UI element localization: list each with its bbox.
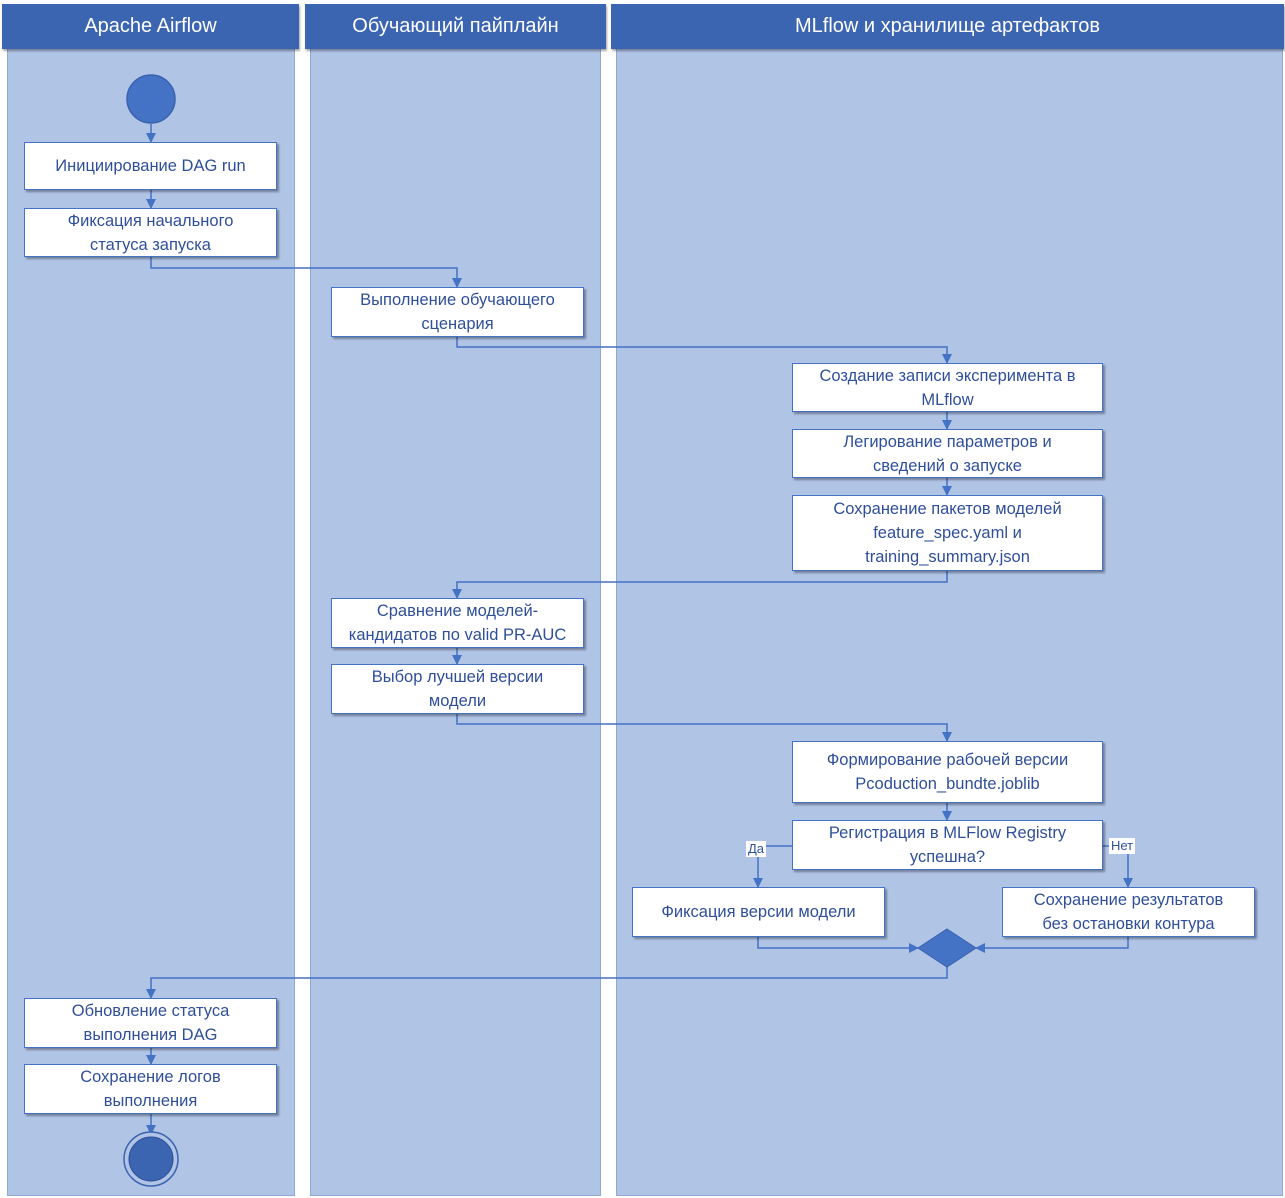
branch-label-no: Нет — [1109, 838, 1136, 854]
node-select-best[interactable]: Выбор лучшей версии модели — [331, 664, 584, 714]
edge-fixversion-merge — [757, 937, 919, 953]
node-compare-models[interactable]: Сравнение моделей- кандидатов по valid P… — [331, 598, 584, 648]
node-fix-start-status[interactable]: Фиксация начального статуса запуска — [24, 208, 277, 257]
node-init-dag[interactable]: Инициирование DAG run — [24, 142, 277, 190]
node-update-status[interactable]: Обновление статуса выполнения DAG — [24, 998, 277, 1048]
node-log-params[interactable]: Легирование параметров и сведений о запу… — [792, 429, 1103, 478]
edge-saveresults-merge — [975, 937, 1129, 953]
edge-fix-run — [150, 257, 462, 288]
merge-diamond — [917, 928, 977, 968]
node-registry-check[interactable]: Регистрация в MLFlow Registry успешна? — [792, 820, 1103, 870]
lane-header-training-pipeline: Обучающий пайплайн — [305, 4, 606, 49]
start-circle — [126, 74, 176, 124]
edge-save-compare — [452, 571, 948, 599]
node-create-experiment[interactable]: Создание записи эксперимента в MLflow — [792, 363, 1103, 412]
node-save-packages[interactable]: Сохранение пакетов моделей feature_spec.… — [792, 495, 1103, 571]
edge-merge-update — [146, 967, 948, 999]
edge-run-create — [456, 337, 952, 364]
lane-header-mlflow: MLflow и хранилище артефактов — [611, 4, 1284, 49]
node-build-prod[interactable]: Формирование рабочей версии Pcoduction_b… — [792, 741, 1103, 803]
node-fix-version[interactable]: Фиксация версии модели — [632, 887, 885, 937]
lane-header-airflow: Apache Airflow — [2, 4, 299, 49]
edge-select-build — [456, 714, 952, 742]
end-circle — [128, 1136, 174, 1182]
lane-mlflow — [616, 4, 1283, 1196]
node-run-training[interactable]: Выполнение обучающего сценария — [331, 287, 584, 337]
node-save-results[interactable]: Сохранение результатов без остановки кон… — [1002, 887, 1255, 937]
branch-label-yes: Да — [746, 841, 767, 857]
node-save-logs[interactable]: Сохранение логов выполнения — [24, 1064, 277, 1114]
